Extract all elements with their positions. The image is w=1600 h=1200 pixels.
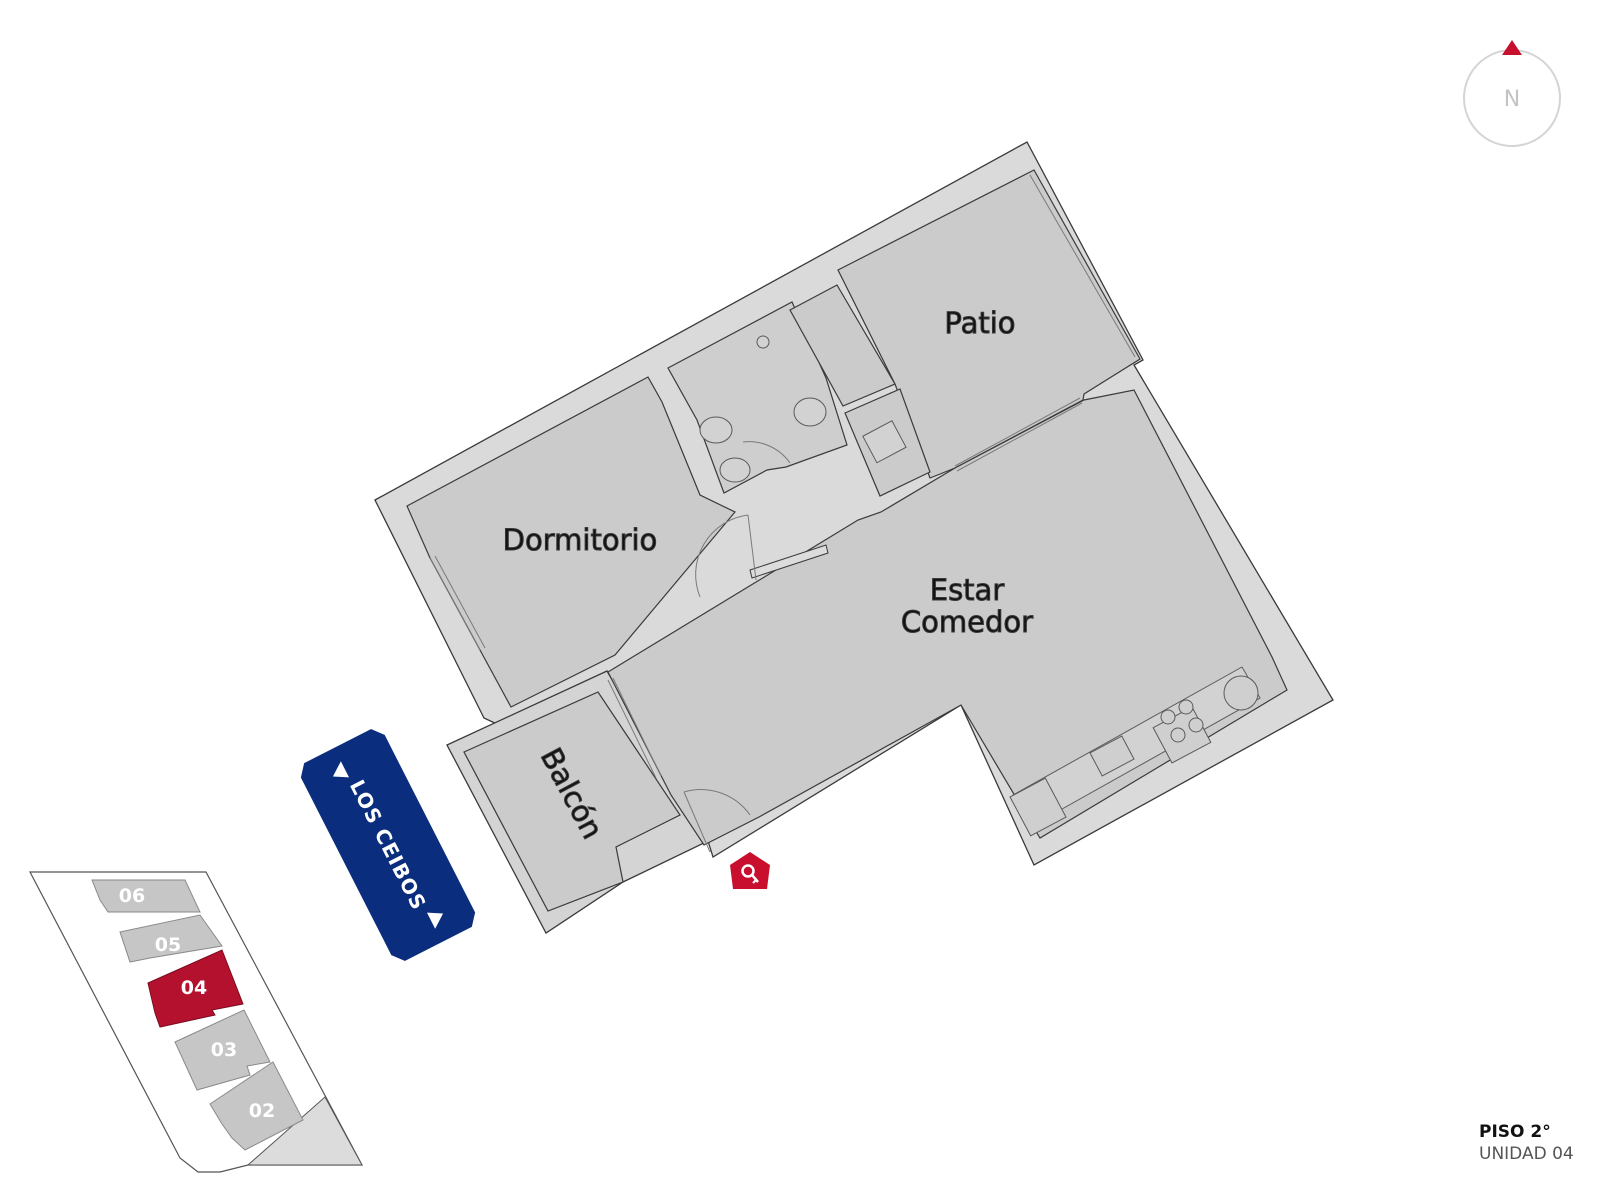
unit-label: UNIDAD 04: [1479, 1144, 1574, 1164]
compass: N: [1463, 40, 1561, 147]
north-arrow-icon: [1502, 40, 1522, 55]
key-unit-03[interactable]: 03: [174, 1009, 271, 1091]
toilet: [699, 416, 733, 444]
key-unit-04[interactable]: 04: [147, 949, 244, 1028]
key-unit-05[interactable]: 05: [119, 914, 223, 963]
svg-text:05: 05: [155, 934, 181, 956]
room-label-patio: Patio: [944, 306, 1015, 340]
key-unit-02[interactable]: 02: [209, 1061, 304, 1151]
windows: [429, 174, 1136, 779]
doors: [683, 441, 791, 853]
room-label-estar: Estar: [930, 573, 1005, 607]
balcon-floor: [463, 691, 681, 912]
key-icon: [730, 852, 770, 889]
svg-text:02: 02: [249, 1100, 275, 1122]
cooktop: [1152, 699, 1212, 764]
fridge: [1009, 777, 1067, 837]
washbasin: [793, 397, 827, 427]
svg-text:04: 04: [181, 977, 207, 999]
partition-wall: [749, 544, 829, 579]
street-arrow-up-icon: [332, 761, 350, 778]
floor-info: PISO 2° UNIDAD 04: [1479, 1121, 1574, 1165]
laundry-sink: [862, 420, 907, 464]
street-sign: LOS CEIBOS: [298, 726, 478, 964]
svg-text:03: 03: [211, 1039, 237, 1061]
water-heater: [1223, 675, 1259, 711]
floor-label: PISO 2°: [1479, 1122, 1551, 1142]
room-label-comedor: Comedor: [901, 605, 1033, 639]
key-plan: 06 05 04 03 02: [29, 871, 363, 1173]
kitchen-sink: [1089, 735, 1135, 777]
svg-text:06: 06: [119, 885, 145, 907]
key-plan-corner: [246, 1096, 363, 1166]
bathroom-fixtures: [699, 335, 827, 483]
compass-label: N: [1504, 87, 1520, 112]
bidet: [719, 457, 751, 483]
estar-comedor-floor: [607, 389, 1288, 846]
kitchen: [1009, 666, 1261, 837]
shower-drain: [756, 335, 770, 349]
room-label-dormitorio: Dormitorio: [503, 523, 658, 557]
key-unit-06[interactable]: 06: [91, 879, 201, 913]
street-arrow-down-icon: [426, 912, 444, 929]
unit-plan: Patio Dormitorio Estar Comedor Balcón: [374, 141, 1334, 934]
